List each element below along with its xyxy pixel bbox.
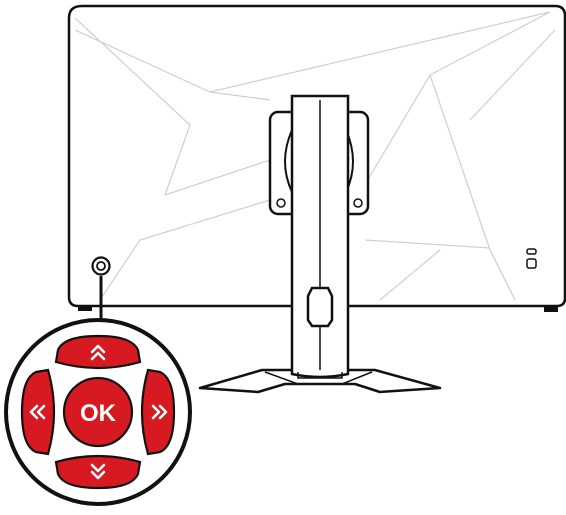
ok-button-shape[interactable]: [62, 376, 134, 448]
up-button[interactable]: [54, 334, 142, 370]
navi-key-joystick[interactable]: [91, 256, 111, 276]
navi-key-callout: OK: [4, 318, 192, 506]
cable-slot: [306, 286, 334, 328]
ok-button[interactable]: OK: [62, 376, 134, 448]
panel-facet-lines: [74, 11, 556, 301]
panel-foot-left: [78, 306, 92, 311]
stand-neck: [290, 94, 350, 379]
down-button[interactable]: [54, 454, 142, 490]
double-chevron-up-icon: [90, 344, 106, 361]
left-button[interactable]: [20, 368, 56, 456]
right-button[interactable]: [140, 368, 176, 456]
double-chevron-down-icon: [90, 463, 106, 480]
panel-foot-right: [544, 306, 558, 312]
double-chevron-right-icon: [151, 404, 168, 420]
double-chevron-left-icon: [29, 404, 46, 420]
ok-button-label: OK: [80, 400, 117, 427]
kensington-lock-icon: [526, 248, 537, 269]
